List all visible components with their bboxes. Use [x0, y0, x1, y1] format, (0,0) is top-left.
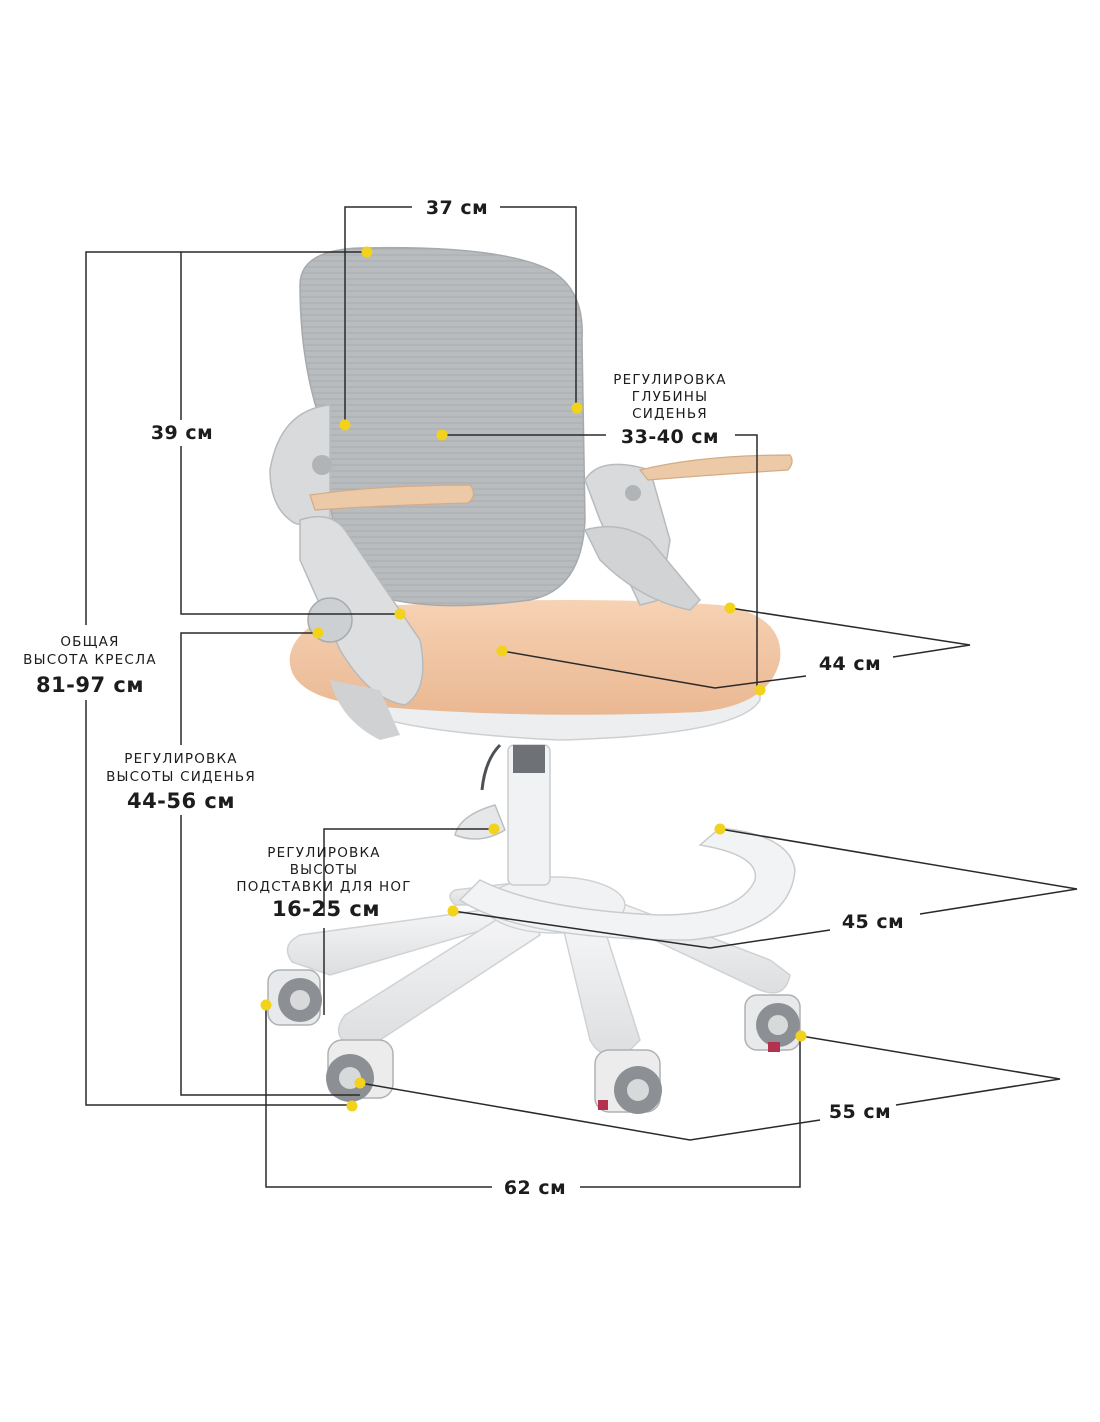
back-height-line-bottom [180, 446, 400, 615]
footrest-height-caption-2: ВЫСОТЫ [290, 862, 359, 878]
chair-gas-lift [454, 743, 551, 886]
dimension-labels: 37 см 39 см РЕГУЛИРОВКА ГЛУБИНЫ СИДЕНЬЯ … [23, 197, 904, 1199]
seat-height-line-top [180, 632, 318, 745]
total-height-caption-2: ВЫСОТА КРЕСЛА [23, 652, 157, 668]
seat-height-label: 44-56 см [127, 789, 235, 813]
marker-dot [496, 645, 508, 657]
back-width-line-left [344, 206, 412, 425]
marker-dot [394, 608, 406, 620]
footrest-width-label: 45 см [842, 911, 904, 933]
chair-right-armrest [583, 454, 793, 611]
seat-width-line-bottom [501, 650, 807, 689]
base-depth-line-bottom [359, 1082, 821, 1141]
chair-left-armrest [269, 404, 475, 740]
total-height-line-top [85, 251, 181, 625]
total-height-line-bottom [85, 700, 350, 1106]
marker-dot [488, 823, 500, 835]
footrest-height-label: 16-25 см [272, 897, 380, 921]
footrest-width-line-top [719, 828, 1078, 915]
footrest-width-line-bottom [452, 910, 831, 949]
chair-footrest [458, 827, 796, 941]
seat-depth-line-right [735, 434, 758, 690]
seat-width-line-top [729, 607, 971, 658]
footrest-height-line-top [323, 828, 494, 916]
marker-dot [361, 246, 373, 258]
footrest-height-caption-3: ПОДСТАВКИ ДЛЯ НОГ [236, 879, 411, 895]
marker-dot [436, 429, 448, 441]
seat-depth-caption-2: ГЛУБИНЫ [632, 389, 708, 405]
base-width-label: 62 см [504, 1177, 566, 1199]
total-height-label: 81-97 см [36, 673, 144, 697]
marker-dot [447, 905, 459, 917]
seat-depth-caption-1: РЕГУЛИРОВКА [613, 372, 726, 388]
back-height-label: 39 см [151, 422, 213, 444]
back-width-line-right [500, 206, 577, 408]
marker-dot [714, 823, 726, 835]
seat-height-caption-1: РЕГУЛИРОВКА [124, 751, 237, 767]
marker-dot [260, 999, 272, 1011]
marker-dot [724, 602, 736, 614]
marker-dot [795, 1030, 807, 1042]
marker-dot [571, 402, 583, 414]
total-height-caption-1: ОБЩАЯ [60, 634, 119, 650]
marker-dots [260, 246, 807, 1112]
marker-dot [339, 419, 351, 431]
seat-height-line-bottom [180, 815, 360, 1096]
marker-dot [346, 1100, 358, 1112]
seat-width-label: 44 см [819, 653, 881, 675]
base-width-line-right [580, 1036, 801, 1188]
base-depth-label: 55 см [829, 1101, 891, 1123]
chair-illustration [267, 246, 801, 1114]
marker-dot [754, 684, 766, 696]
back-width-label: 37 см [426, 197, 488, 219]
seat-depth-label: 33-40 см [621, 426, 719, 448]
dimension-lines [85, 206, 1078, 1188]
marker-dot [312, 627, 324, 639]
base-depth-line-top [800, 1035, 1061, 1106]
base-width-line-left [265, 1005, 492, 1188]
marker-dot [354, 1077, 366, 1089]
footrest-height-caption-1: РЕГУЛИРОВКА [267, 845, 380, 861]
seat-depth-caption-3: СИДЕНЬЯ [632, 406, 708, 422]
chair-casters [267, 969, 801, 1114]
seat-height-caption-2: ВЫСОТЫ СИДЕНЬЯ [106, 769, 256, 785]
